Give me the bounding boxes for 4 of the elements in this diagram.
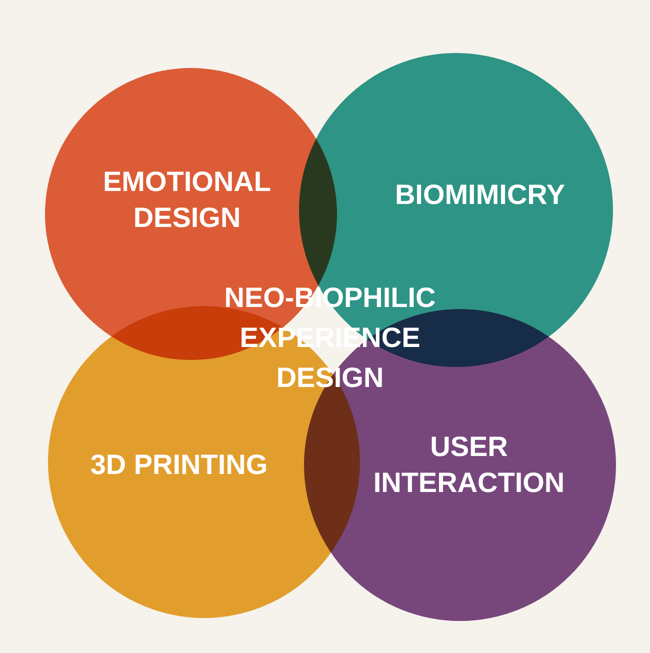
- circle-label: USER INTERACTION: [372, 430, 566, 500]
- circle-label: EMOTIONAL DESIGN: [102, 165, 272, 235]
- circle-label: BIOMIMICRY: [394, 178, 566, 212]
- circle-label: 3D PRINTING: [90, 448, 268, 482]
